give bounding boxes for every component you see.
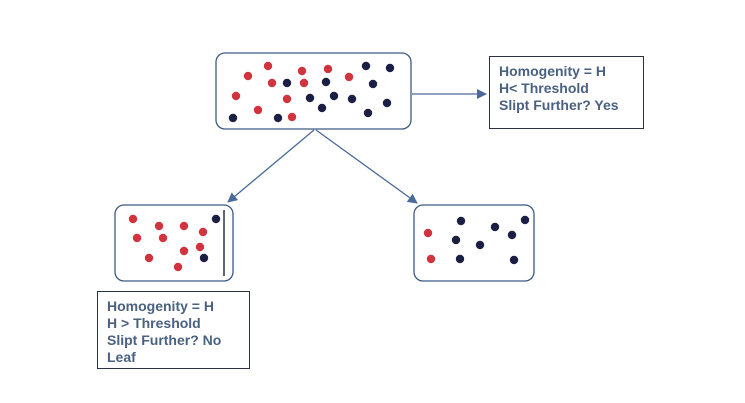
navy-dot xyxy=(228,113,238,123)
red-dot xyxy=(423,228,433,238)
info-homogenity-label: Homogenity = H xyxy=(499,63,606,79)
navy-dot xyxy=(329,91,339,101)
red-dot xyxy=(154,221,164,231)
navy-dot xyxy=(520,215,530,225)
edge-root-to-left-child xyxy=(227,129,315,203)
navy-dot xyxy=(385,63,395,73)
navy-dot xyxy=(507,230,517,240)
red-dot xyxy=(198,227,208,237)
red-dot xyxy=(195,242,205,252)
edge-root-to-right-child xyxy=(315,129,418,204)
info-split-label: Slipt Further? Yes xyxy=(499,97,619,113)
info-split-label: Slipt Further? No xyxy=(107,332,222,348)
navy-dot xyxy=(282,78,292,88)
red-dot xyxy=(287,112,297,122)
info-threshold-label: H > Threshold xyxy=(107,315,201,331)
navy-dot xyxy=(361,61,371,71)
navy-dot xyxy=(382,98,392,108)
red-dot xyxy=(297,66,307,76)
red-dot xyxy=(179,221,189,231)
navy-dot xyxy=(368,79,378,89)
red-dot xyxy=(299,78,309,88)
leaf-info-box: Homogenity = H H > Threshold Slipt Furth… xyxy=(97,291,250,369)
red-dot xyxy=(243,71,253,81)
navy-dot xyxy=(455,254,465,264)
navy-dot xyxy=(305,93,315,103)
split-yes-info-box: Homogenity = H H< Threshold Slipt Furthe… xyxy=(489,56,644,129)
red-dot xyxy=(282,94,292,104)
navy-dot xyxy=(347,94,357,104)
navy-dot xyxy=(363,108,373,118)
red-dot xyxy=(263,61,273,71)
red-dot xyxy=(253,105,263,115)
red-dot xyxy=(132,233,142,243)
red-dot xyxy=(323,64,333,74)
left-child-node xyxy=(114,204,234,282)
navy-dot xyxy=(490,222,500,232)
info-threshold-label: H< Threshold xyxy=(499,80,589,96)
navy-dot xyxy=(273,113,283,123)
red-dot xyxy=(179,246,189,256)
red-dot xyxy=(144,253,154,263)
root-node xyxy=(215,52,412,130)
navy-dot xyxy=(456,216,466,226)
right-child-node xyxy=(413,204,535,282)
navy-dot xyxy=(451,235,461,245)
navy-dot xyxy=(321,77,331,87)
navy-dot xyxy=(211,214,221,224)
red-dot xyxy=(128,214,138,224)
navy-dot xyxy=(475,240,485,250)
red-dot xyxy=(173,262,183,272)
info-homogenity-label: Homogenity = H xyxy=(107,298,214,314)
red-dot xyxy=(231,91,241,101)
navy-dot xyxy=(199,253,209,263)
navy-dot xyxy=(317,103,327,113)
red-dot xyxy=(344,72,354,82)
red-dot xyxy=(158,233,168,243)
red-dot xyxy=(267,78,277,88)
navy-dot xyxy=(509,255,519,265)
info-leaf-label: Leaf xyxy=(107,349,136,365)
red-dot xyxy=(426,254,436,264)
